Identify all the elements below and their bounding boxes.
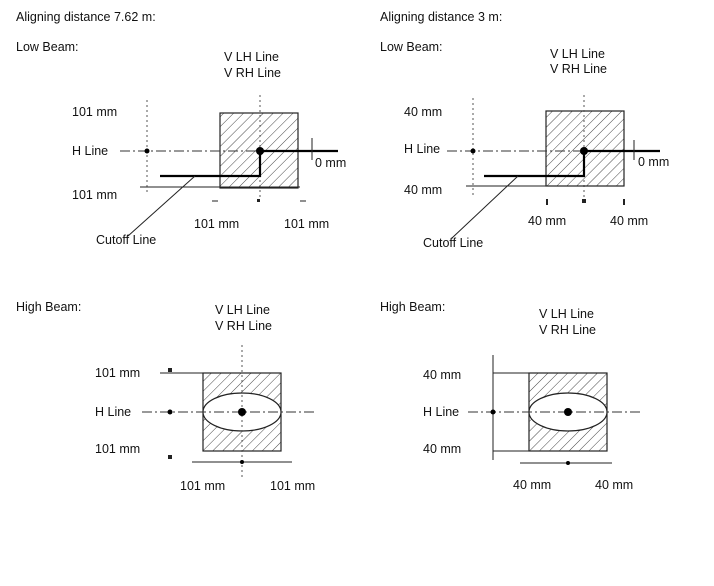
left-high-h-line-marker	[167, 409, 173, 415]
right-low-right-dim: 40 mm	[610, 214, 648, 228]
right-low-cutoff-label: Cutoff Line	[423, 236, 483, 250]
left-low-offset-dim: 0 mm	[315, 156, 346, 170]
right-low-offset-dim: 0 mm	[638, 155, 669, 169]
right-low-left-dim: 40 mm	[528, 214, 566, 228]
right-high-top-dim: 40 mm	[423, 368, 461, 382]
left-low-h-line-marker	[144, 148, 150, 154]
left-low-v-lh-label: V LH Line	[224, 50, 279, 64]
left-high-center-dot	[238, 408, 246, 416]
right-low-cutoff-leader	[451, 175, 519, 239]
left-high-v-rh-label: V RH Line	[215, 319, 272, 333]
left-high-top-dim: 101 mm	[95, 366, 140, 380]
right-low-dim-center-tick	[582, 199, 586, 203]
right-low-v-rh-label: V RH Line	[550, 62, 607, 76]
right-high-beam-diagram: High Beam: V LH Line V RH Line 40 mm H L…	[380, 300, 642, 492]
right-low-beam-diagram: Low Beam: V LH Line V RH Line 40 mm H Li…	[380, 40, 669, 250]
right-high-right-dim: 40 mm	[595, 478, 633, 492]
left-low-left-dim: 101 mm	[194, 217, 239, 231]
left-section-title: Aligning distance 7.62 m:	[16, 10, 156, 24]
left-high-beam-heading: High Beam:	[16, 300, 81, 314]
right-high-v-rh-label: V RH Line	[539, 323, 596, 337]
left-low-dim-center-tick	[257, 199, 260, 202]
right-low-bottom-dim: 40 mm	[404, 183, 442, 197]
right-low-left-dim-tick	[546, 199, 548, 205]
right-low-right-dim-tick	[623, 199, 625, 205]
right-high-center-dot	[564, 408, 572, 416]
right-high-h-line-label: H Line	[423, 405, 459, 419]
left-low-cutoff-label: Cutoff Line	[96, 233, 156, 247]
left-high-top-dim-tick	[168, 368, 172, 372]
left-high-bottom-dim-tick	[168, 455, 172, 459]
left-low-top-dim: 101 mm	[72, 105, 117, 119]
left-high-h-line-label: H Line	[95, 405, 131, 419]
left-low-v-rh-label: V RH Line	[224, 66, 281, 80]
right-high-beam-heading: High Beam:	[380, 300, 445, 314]
left-low-cutoff-line	[160, 149, 338, 178]
right-low-v-lh-label: V LH Line	[550, 47, 605, 61]
left-low-center-dot	[256, 147, 264, 155]
left-high-beam-diagram: High Beam: V LH Line V RH Line 101 mm H …	[16, 300, 316, 493]
left-low-beam-heading: Low Beam:	[16, 40, 79, 54]
left-high-v-lh-label: V LH Line	[215, 303, 270, 317]
left-low-bottom-dim: 101 mm	[72, 188, 117, 202]
right-low-h-line-label: H Line	[404, 142, 440, 156]
right-low-beam-heading: Low Beam:	[380, 40, 443, 54]
right-high-h-line-marker	[490, 409, 496, 415]
right-low-cutoff-line	[484, 149, 660, 178]
left-low-h-line-label: H Line	[72, 144, 108, 158]
right-low-top-dim: 40 mm	[404, 105, 442, 119]
right-high-dim-center-tick	[566, 461, 570, 465]
right-high-v-lh-label: V LH Line	[539, 307, 594, 321]
right-high-bottom-dim: 40 mm	[423, 442, 461, 456]
left-low-right-dim: 101 mm	[284, 217, 329, 231]
right-low-center-dot	[580, 147, 588, 155]
right-low-h-line-marker	[470, 148, 476, 154]
left-high-bottom-dim: 101 mm	[95, 442, 140, 456]
right-section-title: Aligning distance 3 m:	[380, 10, 502, 24]
left-high-dim-center-tick	[240, 460, 244, 464]
right-high-left-dim: 40 mm	[513, 478, 551, 492]
left-high-right-dim: 101 mm	[270, 479, 315, 493]
left-low-cutoff-leader	[127, 175, 196, 237]
left-high-left-dim: 101 mm	[180, 479, 225, 493]
left-low-beam-diagram: Low Beam: V LH Line V RH Line 101 mm H L…	[16, 40, 346, 247]
